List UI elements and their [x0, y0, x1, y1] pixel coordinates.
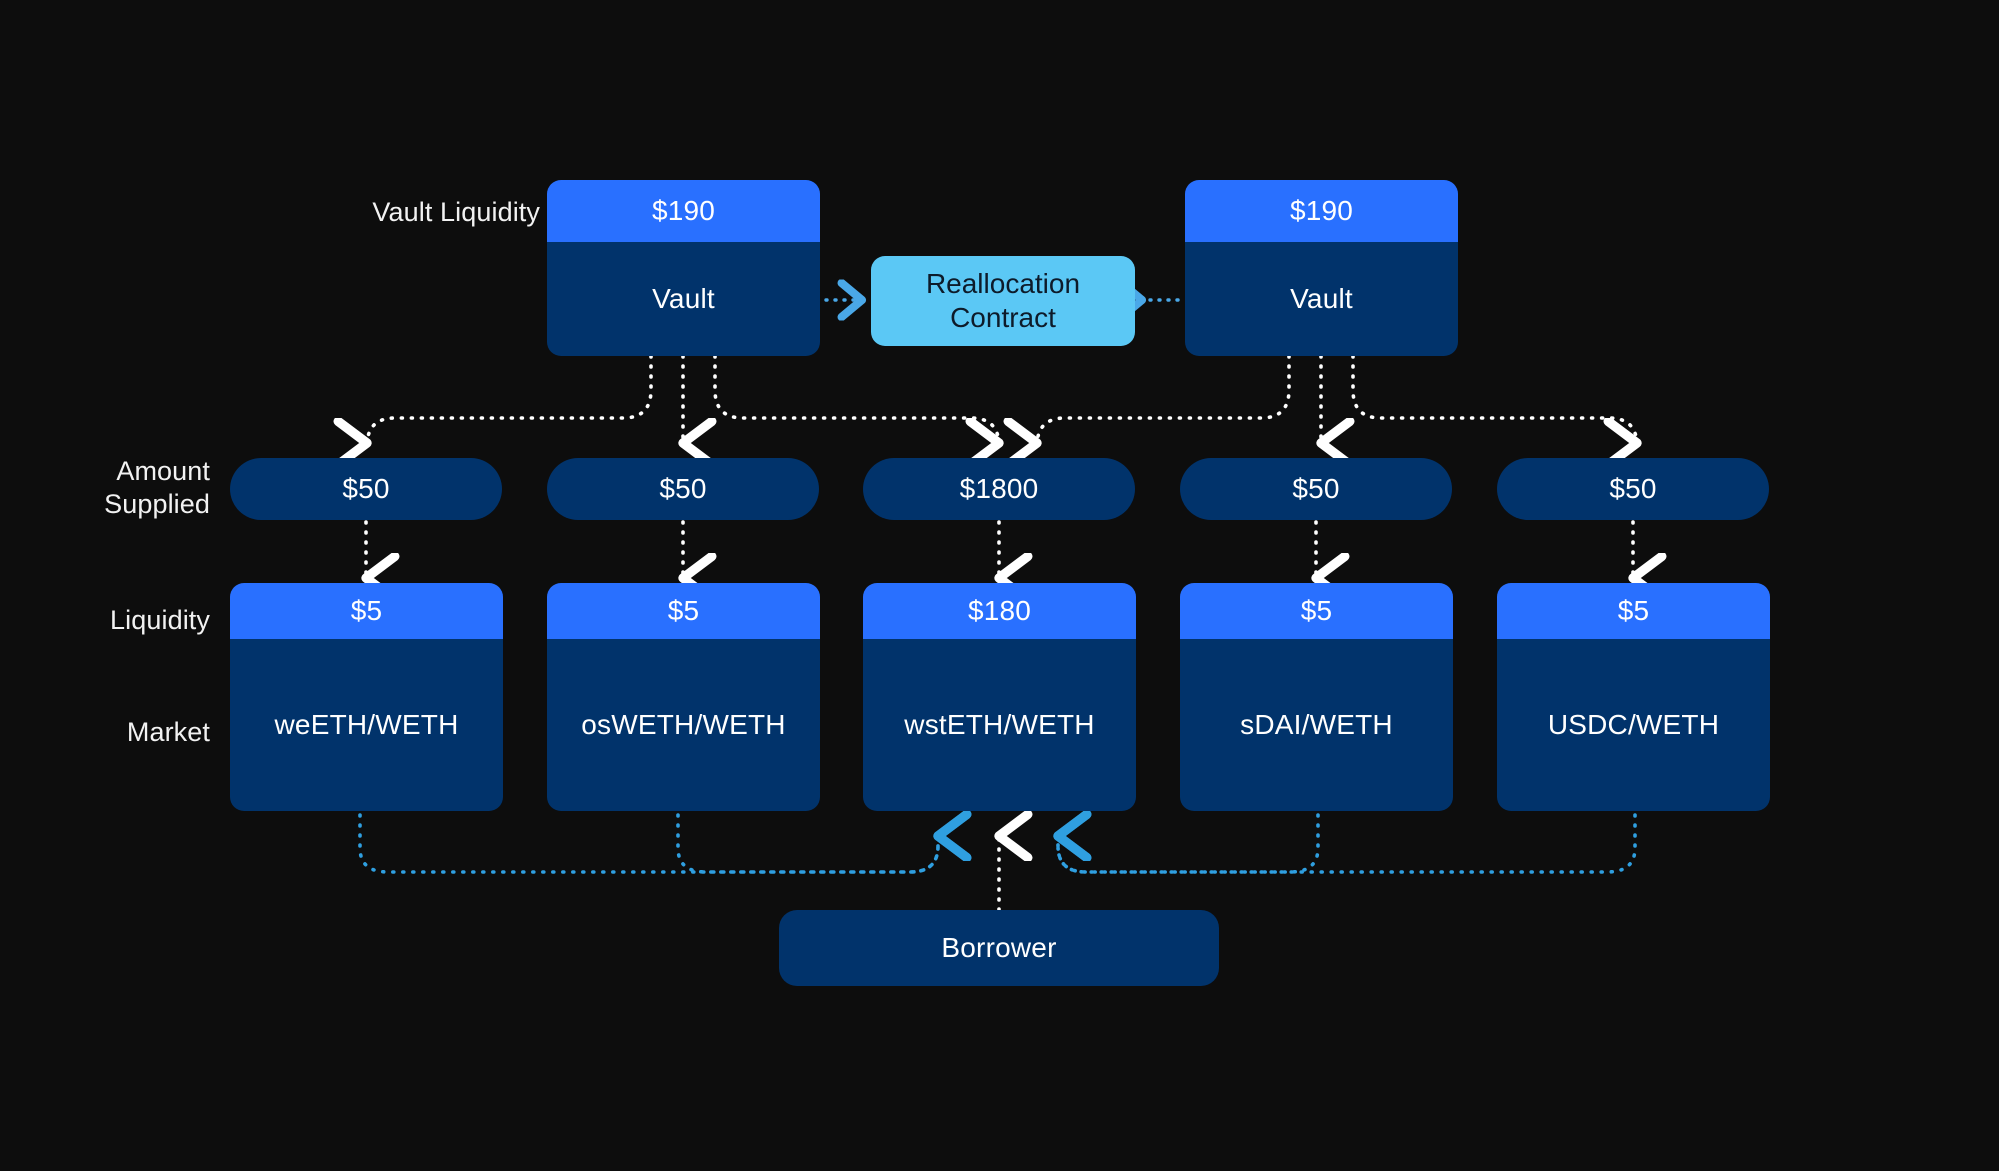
- market-5-liquidity: $5: [1497, 583, 1770, 639]
- market-card-1[interactable]: $5 weETH/WETH: [230, 583, 503, 811]
- market-5-name: USDC/WETH: [1497, 639, 1770, 811]
- market-card-5[interactable]: $5 USDC/WETH: [1497, 583, 1770, 811]
- vault-left-liquidity: $190: [547, 180, 820, 242]
- row-label-amount-supplied: Amount Supplied: [104, 456, 210, 519]
- row-label-market: Market: [126, 717, 210, 747]
- edge-borrower-to-markets-blue: [358, 815, 1637, 874]
- vault-right-label: Vault: [1185, 242, 1458, 356]
- amount-supplied-2[interactable]: $50: [547, 458, 819, 520]
- edge-vault-left-to-markets: [367, 354, 999, 446]
- amount-supplied-4[interactable]: $50: [1180, 458, 1452, 520]
- market-2-name: osWETH/WETH: [547, 639, 820, 811]
- vault-right-liquidity: $190: [1185, 180, 1458, 242]
- market-card-2[interactable]: $5 osWETH/WETH: [547, 583, 820, 811]
- amount-supplied-1[interactable]: $50: [230, 458, 502, 520]
- market-2-liquidity: $5: [547, 583, 820, 639]
- market-4-liquidity: $5: [1180, 583, 1453, 639]
- market-card-3[interactable]: $180 wstETH/WETH: [863, 583, 1136, 811]
- market-3-liquidity: $180: [863, 583, 1136, 639]
- reallocation-contract[interactable]: Reallocation Contract: [871, 256, 1135, 346]
- amount-supplied-5[interactable]: $50: [1497, 458, 1769, 520]
- borrower-node[interactable]: Borrower: [779, 910, 1219, 986]
- edge-vault-right-to-markets: [1037, 354, 1637, 446]
- row-label-vault-liquidity: Vault Liquidity: [372, 197, 540, 227]
- market-card-4[interactable]: $5 sDAI/WETH: [1180, 583, 1453, 811]
- edge-amount-to-market: [366, 520, 1633, 578]
- amount-supplied-3[interactable]: $1800: [863, 458, 1135, 520]
- row-label-liquidity: Liquidity: [110, 605, 210, 635]
- vault-right[interactable]: $190 Vault: [1185, 180, 1458, 356]
- market-1-name: weETH/WETH: [230, 639, 503, 811]
- vault-left[interactable]: $190 Vault: [547, 180, 820, 356]
- market-4-name: sDAI/WETH: [1180, 639, 1453, 811]
- market-1-liquidity: $5: [230, 583, 503, 639]
- market-3-name: wstETH/WETH: [863, 639, 1136, 811]
- vault-left-label: Vault: [547, 242, 820, 356]
